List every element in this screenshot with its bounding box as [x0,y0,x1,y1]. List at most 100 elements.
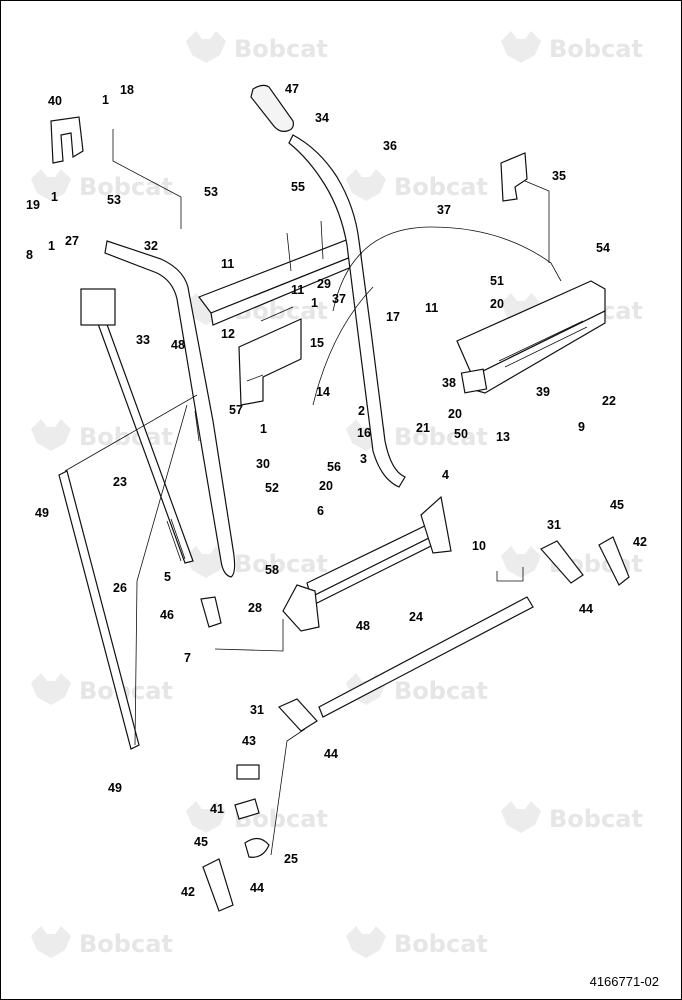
arm-42-upper [598,536,630,586]
grip [250,84,294,132]
bobcat-logo-icon: Bobcat [501,801,643,833]
bobcat-logo-icon: Bobcat [31,419,173,451]
bracket-40 [50,116,84,164]
bracket-35 [500,152,528,202]
callout-8: 8 [26,248,33,262]
arm-42-lower [202,858,234,912]
callout-37: 37 [437,203,451,217]
callout-15: 15 [310,336,324,350]
document-number: 4166771-02 [589,974,659,989]
svg-text:Bobcat: Bobcat [394,677,488,705]
callout-49: 49 [108,781,122,795]
callout-51: 51 [490,274,504,288]
callout-18: 18 [120,83,134,97]
callout-9: 9 [578,420,585,434]
callout-55: 55 [291,180,305,194]
callout-12: 12 [221,327,235,341]
callout-43: 43 [242,734,256,748]
shaft-24 [318,596,534,718]
callout-40: 40 [48,94,62,108]
right-handle-tube [288,134,406,488]
callout-53: 53 [204,185,218,199]
callout-41: 41 [210,802,224,816]
callout-11: 11 [291,283,304,297]
svg-text:Bobcat: Bobcat [79,173,173,201]
svg-text:Bobcat: Bobcat [394,930,488,958]
callout-3: 3 [360,452,367,466]
callout-58: 58 [265,563,279,577]
callout-42: 42 [181,885,195,899]
callout-19: 19 [26,198,40,212]
bracket-33 [80,288,116,326]
svg-text:Bobcat: Bobcat [234,550,328,578]
cable-37 [332,226,562,312]
callout-48: 48 [171,338,185,352]
callout-38: 38 [442,376,456,390]
callout-25: 25 [284,852,298,866]
callout-4: 4 [442,468,449,482]
callout-48: 48 [356,619,370,633]
callout-32: 32 [144,239,158,253]
callout-1: 1 [102,93,109,107]
callout-52: 52 [265,481,279,495]
clip-41 [234,798,260,820]
callout-11: 11 [425,301,438,315]
watermark-layer: Bobcat Bobcat Bobcat Bobcat Bobcat Bobca… [31,31,643,958]
link-31-upper [540,540,584,584]
callout-44: 44 [579,602,593,616]
callout-layer: 40 1 18 19 1 8 1 27 53 53 32 33 48 23 49… [26,82,647,899]
callout-23: 23 [113,475,127,489]
callout-16: 16 [357,426,371,440]
callout-45: 45 [194,835,208,849]
control-panel [456,280,606,394]
callout-31: 31 [547,518,561,532]
callout-21: 21 [416,421,430,435]
callout-45: 45 [610,498,624,512]
callout-53: 53 [107,193,121,207]
bobcat-logo-icon: Bobcat [501,31,643,63]
callout-1: 1 [51,190,58,204]
callout-2: 2 [358,404,365,418]
callout-37: 37 [332,292,346,306]
callout-28: 28 [248,601,262,615]
svg-text:Bobcat: Bobcat [549,805,643,833]
callout-5: 5 [164,570,171,584]
callout-1: 1 [260,422,267,436]
svg-text:Bobcat: Bobcat [549,35,643,63]
callout-26: 26 [113,581,127,595]
callout-57: 57 [229,403,243,417]
callout-50: 50 [454,427,468,441]
yoke-25 [244,837,270,858]
callout-54: 54 [596,241,610,255]
callout-22: 22 [602,394,616,408]
callout-34: 34 [315,111,329,125]
callout-20: 20 [319,479,333,493]
svg-text:Bobcat: Bobcat [394,173,488,201]
callout-7: 7 [184,651,191,665]
callout-42: 42 [633,535,647,549]
svg-text:Bobcat: Bobcat [234,35,328,63]
left-handle-tube [104,240,236,578]
mounting-plate [238,318,302,406]
callout-20: 20 [448,407,462,421]
callout-44: 44 [324,747,338,761]
svg-text:Bobcat: Bobcat [79,930,173,958]
callout-36: 36 [383,139,397,153]
callout-20: 20 [490,297,504,311]
bobcat-logo-icon: Bobcat [31,673,173,705]
callout-39: 39 [536,385,550,399]
bobcat-logo-icon: Bobcat [346,169,488,201]
callout-29: 29 [317,277,331,291]
svg-text:Bobcat: Bobcat [79,423,173,451]
callout-11: 11 [221,257,234,271]
callout-44: 44 [250,881,264,895]
callout-27: 27 [65,234,79,248]
bobcat-logo-icon: Bobcat [186,546,328,578]
bobcat-logo-icon: Bobcat [346,926,488,958]
callout-24: 24 [409,610,423,624]
link-31-lower [277,698,318,732]
bobcat-logo-icon: Bobcat [31,926,173,958]
callout-1: 1 [311,296,318,310]
callout-1: 1 [48,239,55,253]
